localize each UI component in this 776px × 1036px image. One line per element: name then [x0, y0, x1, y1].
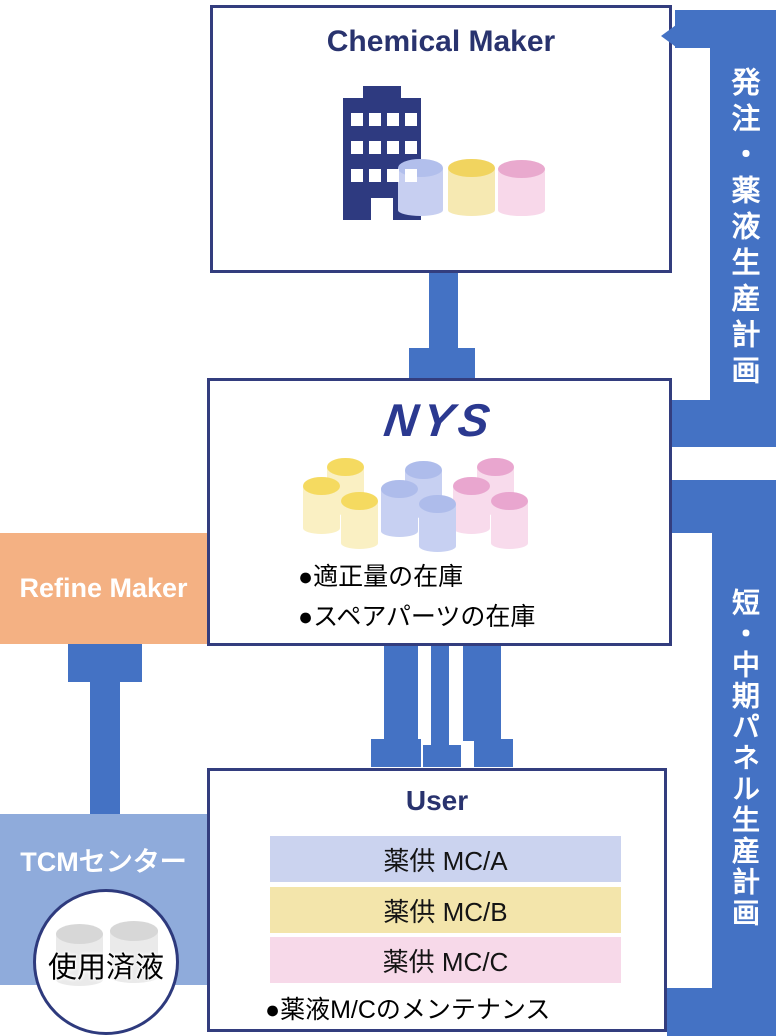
- refine-maker-box: Refine Maker: [0, 533, 207, 644]
- arrow-nys-to-user-1-head: [371, 739, 421, 767]
- arrow-chemical-to-nys-head: [409, 348, 475, 380]
- user-box: User 薬供 MC/A 薬供 MC/B 薬供 MC/C ●薬液M/Cのメンテナ…: [207, 768, 667, 1032]
- machine-row-mc-c: 薬供 MC/C: [270, 937, 621, 983]
- panel-plan-label: 短・中期パネル生産計画: [729, 587, 760, 929]
- arrow-tcm-to-refine-head: [68, 644, 142, 682]
- user-bullet-maintenance: ●薬液M/Cのメンテナンス: [265, 996, 551, 1024]
- arrow-nys-to-user-2-head: [423, 745, 461, 767]
- machine-row-mc-a: 薬供 MC/A: [270, 836, 621, 882]
- building-door: [371, 198, 393, 220]
- arrow-nys-to-user-2-shaft: [431, 645, 449, 747]
- chemical-maker-title: Chemical Maker: [326, 25, 556, 58]
- drum-cluster-yellow-icon: [303, 458, 383, 551]
- order-plan-band-bottom-arm: [670, 400, 712, 447]
- arrow-chemical-to-nys-shaft: [429, 272, 458, 350]
- nys-logo: NYS: [381, 394, 498, 446]
- waste-drum-icon: [56, 924, 103, 986]
- drum-icon: [448, 159, 495, 216]
- arrowhead-into-chemical-maker-icon: [661, 25, 676, 47]
- nys-bullet-stock: ●適正量の在庫: [298, 563, 464, 591]
- user-title: User: [405, 785, 469, 816]
- arrow-nys-to-user-1-shaft: [384, 645, 418, 741]
- used-liquid-label: 使用済液: [47, 952, 164, 984]
- order-plan-band-strip: [710, 10, 776, 447]
- chemical-maker-box: Chemical Maker: [210, 5, 672, 273]
- used-liquid-circle: 使用済液: [33, 889, 179, 1035]
- building-windows: [351, 113, 419, 183]
- nys-bullet-spare-parts: ●スペアパーツの在庫: [298, 603, 536, 631]
- order-plan-label: 発注・薬液生産計画: [727, 66, 759, 391]
- machine-row-mc-b: 薬供 MC/B: [270, 887, 621, 933]
- drum-cluster-blue-icon: [381, 461, 461, 554]
- panel-plan-band-strip: [712, 480, 776, 1036]
- drum-icon: [498, 160, 545, 217]
- arrow-nys-to-user-3-head: [474, 739, 513, 767]
- tcm-center-label: TCMセンター: [20, 847, 187, 877]
- panel-plan-band-top-arm: [672, 480, 714, 533]
- refine-maker-label: Refine Maker: [19, 573, 188, 603]
- waste-drum-icon: [110, 921, 158, 983]
- arrow-tcm-to-refine-shaft: [90, 682, 120, 814]
- drum-cluster-pink-icon: [453, 458, 533, 551]
- arrow-nys-to-user-3-shaft: [463, 645, 501, 741]
- nys-box: NYS ●適正量の在庫 ●スペアパーツの在庫: [207, 378, 672, 646]
- panel-plan-band-bottom-arm: [667, 988, 714, 1036]
